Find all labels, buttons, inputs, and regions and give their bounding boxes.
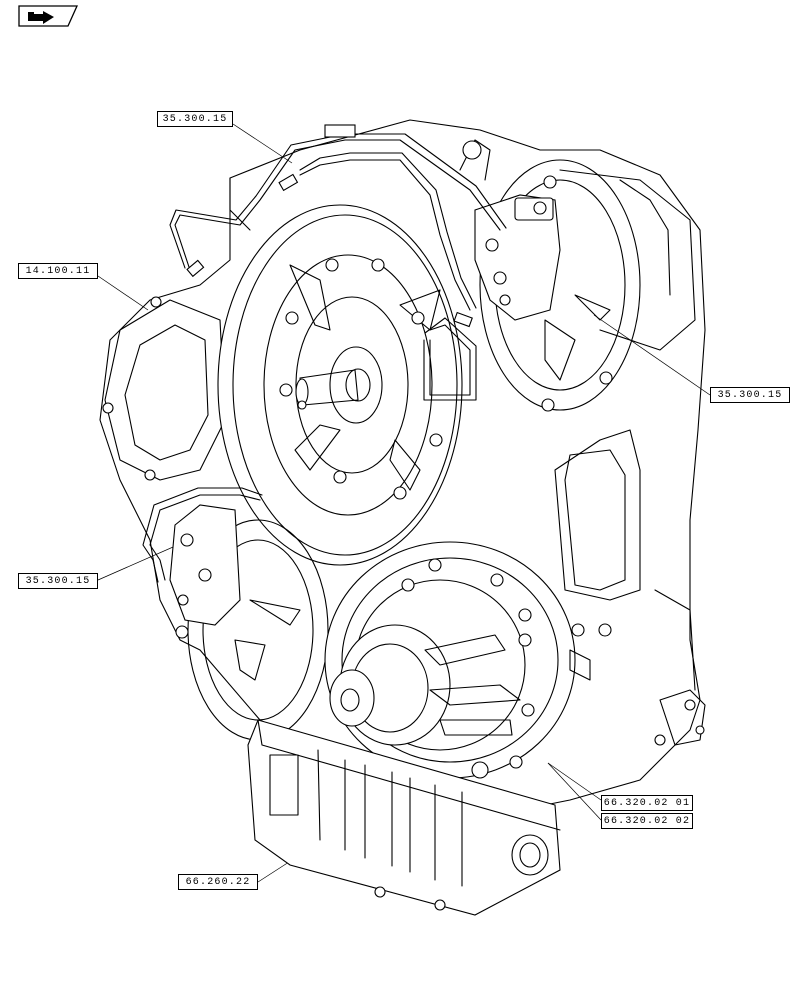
back-arrow-icon[interactable] <box>18 5 79 27</box>
oil-sump <box>247 719 561 916</box>
callout-35-300-15-left[interactable]: 35.300.15 <box>18 573 98 589</box>
callout-66-260-22[interactable]: 66.260.22 <box>178 874 258 890</box>
callout-35-300-15-right[interactable]: 35.300.15 <box>710 387 790 403</box>
callout-66-320-02-02[interactable]: 66.320.02 02 <box>601 813 693 829</box>
housing <box>99 119 706 811</box>
callout-66-320-02-01[interactable]: 66.320.02 01 <box>601 795 693 811</box>
right-fittings <box>654 689 706 746</box>
upper-right-pump <box>479 159 641 412</box>
upper-valve-block <box>459 139 561 321</box>
lower-left-valve <box>169 504 329 741</box>
left-flange <box>102 296 226 481</box>
hydraulic-tubes <box>142 124 507 583</box>
pto-housing <box>324 541 612 779</box>
callout-35-300-15-top[interactable]: 35.300.15 <box>157 111 233 127</box>
callout-14-100-11[interactable]: 14.100.11 <box>18 263 98 279</box>
flywheel <box>217 204 463 566</box>
